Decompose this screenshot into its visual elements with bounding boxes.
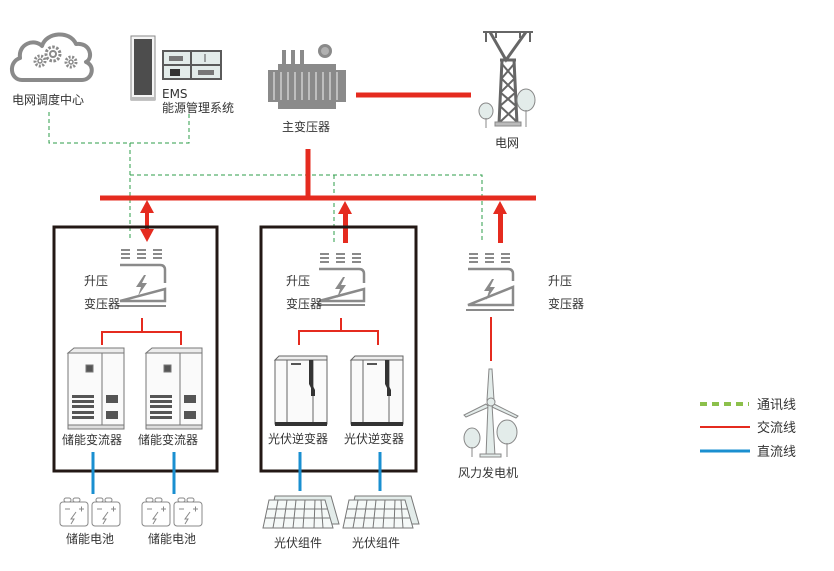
dc-lines	[91, 452, 382, 494]
inverter-cabinet-icon	[349, 355, 404, 426]
step-up-transformer-1-label-line1: 升压	[84, 274, 108, 288]
step-up-transformer-icon	[466, 253, 515, 311]
storage-system-frame	[52, 225, 219, 473]
ac-line-storage-split	[101, 318, 182, 345]
step-up-transformer-icon	[118, 249, 167, 307]
step-up-transformer-1	[118, 249, 167, 307]
grid-dispatch-label: 电网调度中心	[12, 92, 84, 107]
battery-icon	[59, 497, 121, 527]
main-transformer: 主变压器	[268, 44, 346, 134]
solar-panel-icon	[342, 495, 420, 529]
transmission-tower-icon	[478, 31, 536, 128]
grid-dispatch-center: 电网调度中心	[10, 32, 94, 107]
step-up-transformer-3-label-line1: 升压	[548, 274, 572, 288]
up-arrow-pv	[338, 201, 352, 243]
power-transformer-icon	[268, 44, 346, 109]
wind-turbine: 风力发电机	[458, 368, 519, 480]
step-up-transformer-icon	[317, 253, 366, 306]
ems-label-line1: EMS	[162, 87, 188, 101]
battery-icon	[141, 497, 203, 527]
ac-line-pv-split	[298, 318, 379, 345]
main-transformer-label: 主变压器	[282, 119, 330, 134]
bidirectional-arrow-storage	[140, 200, 154, 242]
pcs-1-label: 储能变流器	[62, 432, 122, 447]
battery-2-label: 储能电池	[148, 531, 196, 546]
pcs-1	[66, 347, 125, 430]
power-grid: 电网	[478, 31, 536, 150]
step-up-transformer-3-label-line2: 变压器	[548, 296, 584, 311]
pv-inverter-1-label: 光伏逆变器	[268, 431, 328, 446]
wind-turbine-label: 风力发电机	[458, 465, 518, 480]
step-up-transformer-2-label-line2: 变压器	[286, 296, 322, 311]
comm-line-dispatch-ems	[48, 112, 190, 144]
pcs-2	[144, 347, 203, 430]
battery-1-label: 储能电池	[66, 531, 114, 546]
legend-label-ac: 交流线	[757, 420, 796, 436]
step-up-transformer-1-label-line2: 变压器	[84, 296, 120, 311]
up-arrow-wind	[493, 201, 507, 243]
ems-label-line2: 能源管理系统	[162, 100, 234, 115]
battery-group-1	[59, 497, 121, 527]
pv-module-2	[342, 495, 420, 529]
ac-lines	[100, 92, 536, 361]
pv-inverter-2-label: 光伏逆变器	[344, 431, 404, 446]
server-monitor-icon	[130, 35, 222, 101]
battery-group-2	[141, 497, 203, 527]
pcs-2-label: 储能变流器	[138, 432, 198, 447]
pv-system-frame	[259, 225, 418, 473]
wind-turbine-icon	[463, 368, 519, 458]
pv-module-1-label: 光伏组件	[274, 536, 322, 550]
grid-label: 电网	[495, 136, 519, 150]
pcs-cabinet-icon	[66, 347, 125, 430]
comm-line-branch	[130, 174, 483, 243]
cloud-gears-icon	[10, 32, 94, 82]
legend-label-dc: 直流线	[757, 445, 796, 460]
communication-lines	[48, 112, 483, 243]
pcs-cabinet-icon	[144, 347, 203, 430]
solar-panel-icon	[262, 495, 340, 529]
pv-inverter-1	[273, 355, 328, 426]
inverter-cabinet-icon	[273, 355, 328, 426]
legend: 通讯线 交流线 直流线	[700, 398, 796, 460]
legend-label-comm: 通讯线	[757, 398, 796, 413]
step-up-transformer-2	[317, 253, 366, 306]
pv-module-2-label: 光伏组件	[352, 536, 400, 550]
step-up-transformer-2-label-line1: 升压	[286, 274, 310, 288]
pv-inverter-2	[349, 355, 404, 426]
ems-system: EMS 能源管理系统	[130, 35, 234, 115]
pv-module-1	[262, 495, 340, 529]
step-up-transformer-3	[466, 253, 515, 311]
